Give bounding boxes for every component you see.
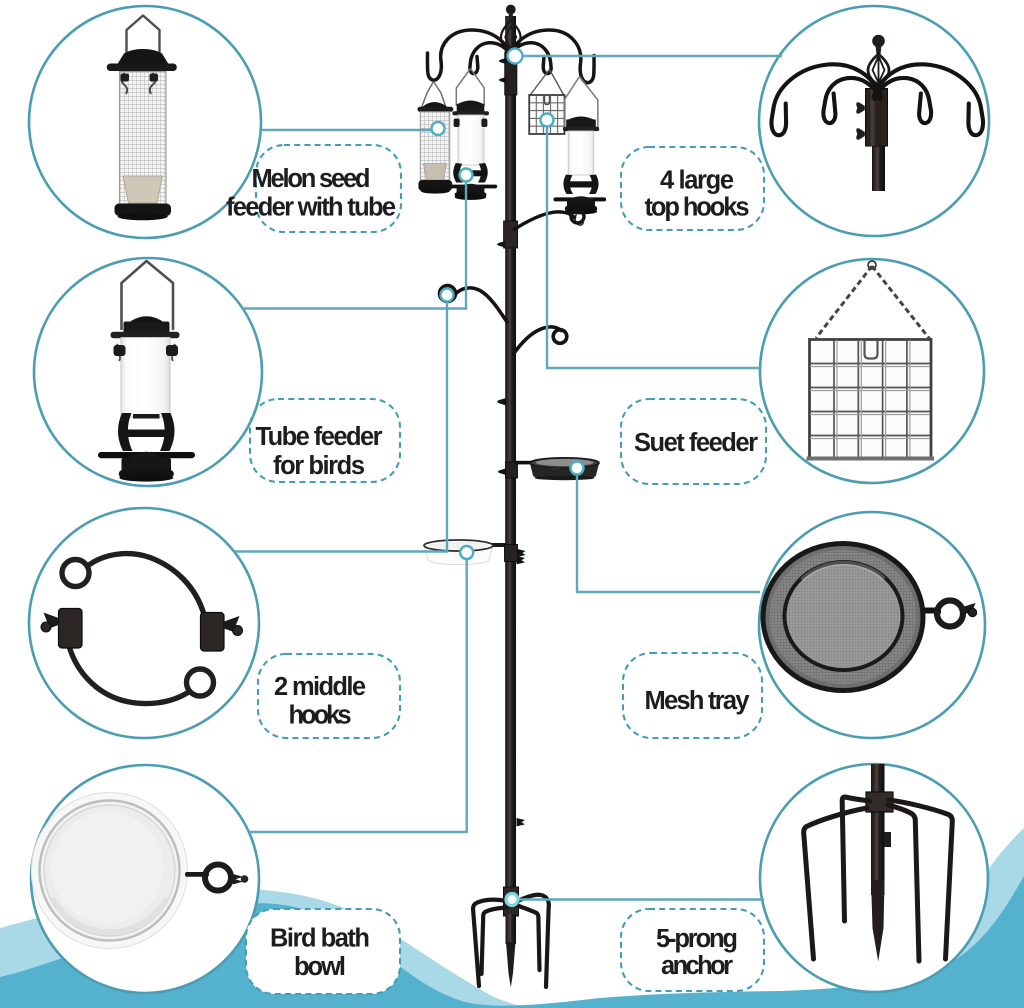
svg-text:anchor: anchor [661, 952, 733, 980]
svg-text:top hooks: top hooks [645, 194, 750, 222]
svg-text:Melon seed: Melon seed [252, 165, 371, 193]
svg-text:2 middle: 2 middle [274, 673, 366, 701]
svg-text:Mesh tray: Mesh tray [645, 687, 751, 715]
svg-text:Tube feeder: Tube feeder [256, 423, 383, 451]
svg-text:for birds: for birds [273, 452, 365, 480]
svg-text:4 large: 4 large [660, 167, 734, 195]
svg-text:Bird bath: Bird bath [270, 925, 370, 953]
svg-text:hooks: hooks [289, 702, 352, 730]
svg-text:feeder with tube: feeder with tube [226, 194, 396, 222]
svg-text:5-prong: 5-prong [656, 925, 738, 953]
svg-text:Suet feeder: Suet feeder [634, 429, 758, 457]
svg-text:bowl: bowl [294, 953, 346, 981]
